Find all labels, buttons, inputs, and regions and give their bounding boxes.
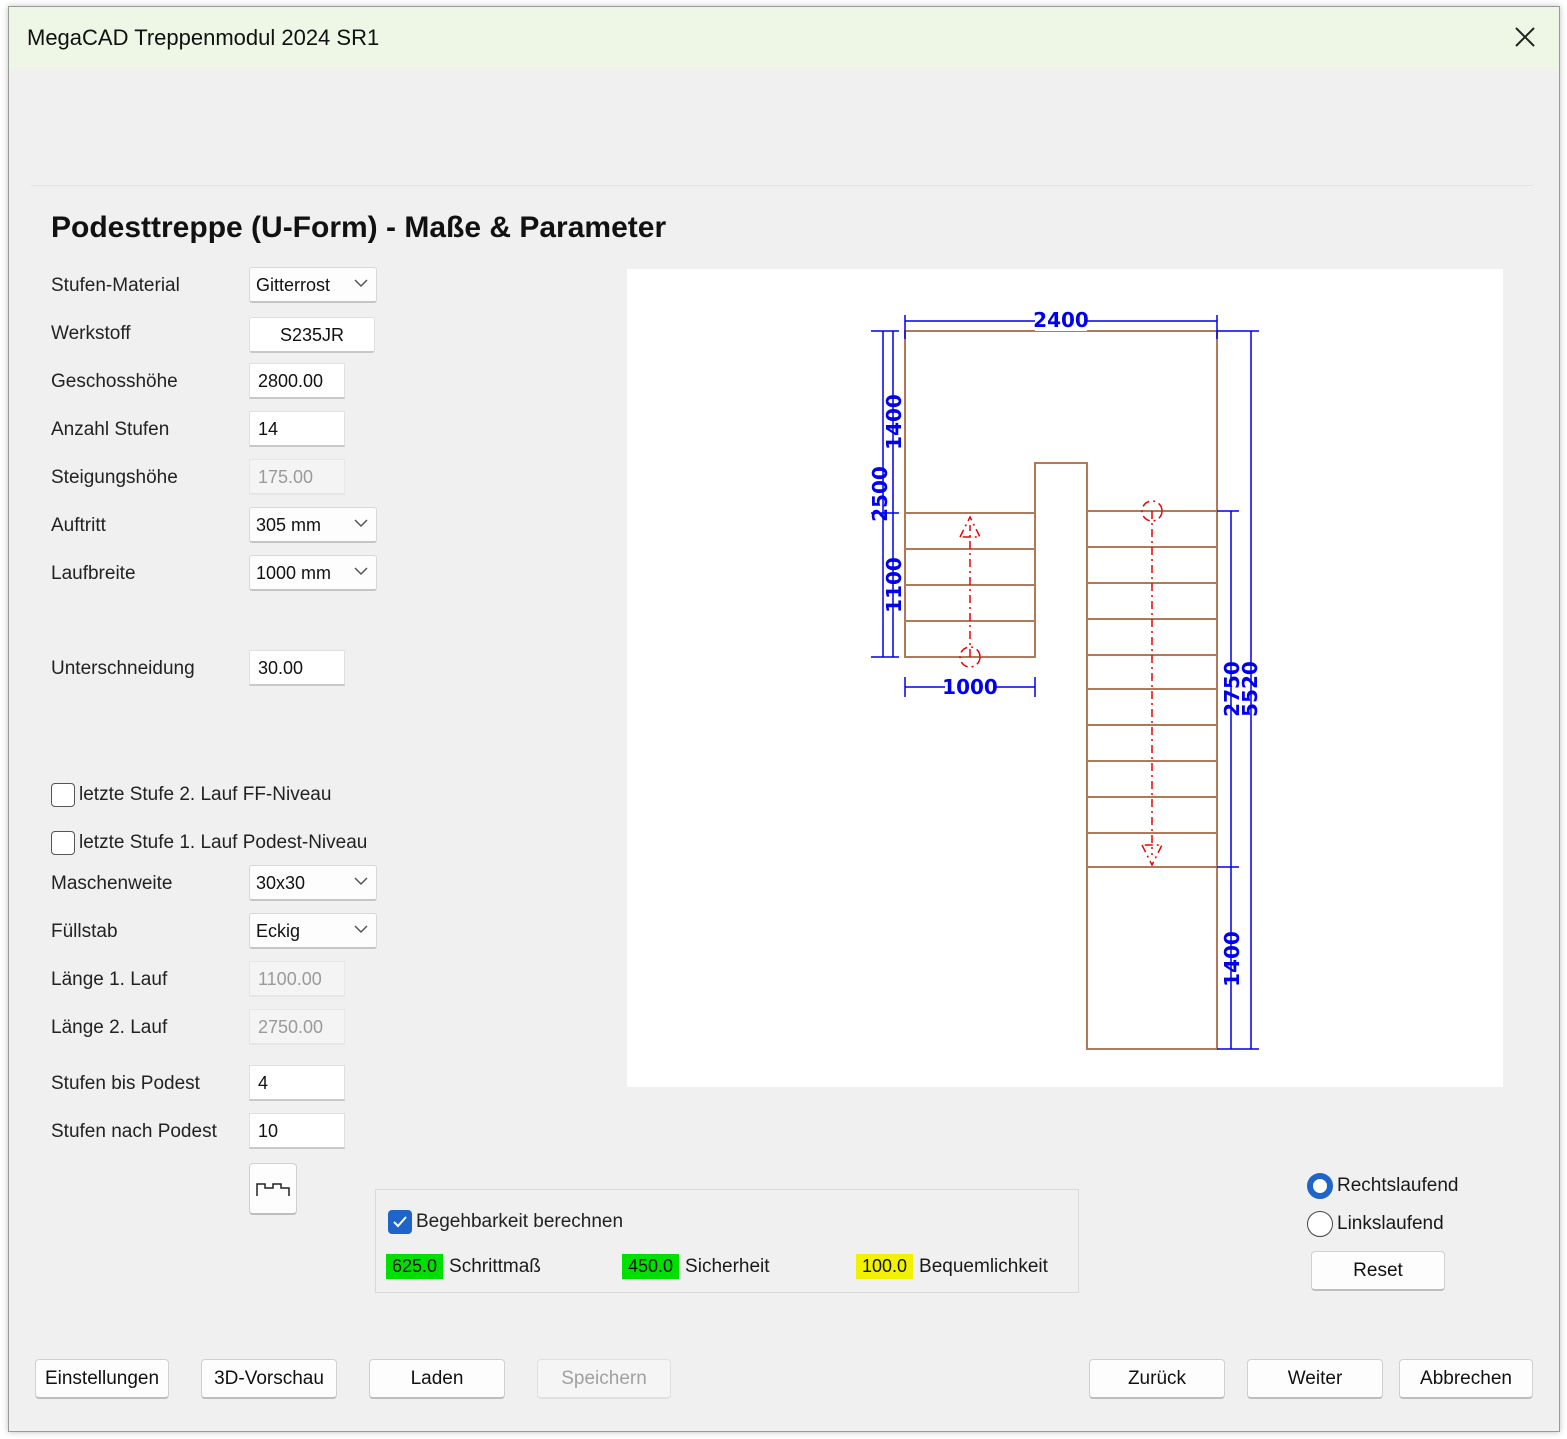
letzte-stufe-1-label: letzte Stufe 1. Lauf Podest-Niveau: [79, 832, 368, 853]
dim-left-total: 2500: [868, 466, 892, 522]
fuellstab-value: Eckig: [256, 921, 301, 941]
bequemlichkeit-label: Bequemlichkeit: [919, 1255, 1048, 1277]
fuellstab-label: Füllstab: [51, 921, 118, 942]
dim-left-lower: 1100: [882, 557, 906, 613]
checkbox-box-checked: [388, 1210, 412, 1234]
anzahl-stufen-label: Anzahl Stufen: [51, 419, 170, 440]
close-icon: [1515, 27, 1535, 47]
steigungshoehe-input: 175.00: [249, 459, 345, 495]
checkbox-box: [51, 783, 75, 807]
chevron-down-icon: [354, 877, 368, 886]
dim-top-width: 2400: [1033, 308, 1089, 332]
begehbarkeit-group: Begehbarkeit berechnen 625.0 Schrittmaß …: [375, 1189, 1079, 1293]
laenge-1-lauf-label: Länge 1. Lauf: [51, 969, 168, 990]
schrittmass-label: Schrittmaß: [449, 1255, 541, 1277]
radio-unselected: [1307, 1211, 1333, 1237]
bequemlichkeit-value: 100.0: [856, 1254, 914, 1279]
begehbarkeit-label: Begehbarkeit berechnen: [416, 1211, 624, 1232]
letzte-stufe-1-checkbox[interactable]: letzte Stufe 1. Lauf Podest-Niveau: [51, 831, 367, 855]
einstellungen-button[interactable]: Einstellungen: [35, 1359, 169, 1399]
radio-selected: [1307, 1173, 1333, 1199]
close-button[interactable]: [1503, 15, 1547, 59]
reset-button[interactable]: Reset: [1311, 1251, 1445, 1291]
dimension-lines: [871, 315, 1259, 1050]
auftritt-select[interactable]: 305 mm: [249, 507, 377, 543]
chevron-down-icon: [354, 279, 368, 288]
stufen-nach-podest-input[interactable]: 10: [249, 1113, 345, 1149]
page-title: Podesttreppe (U-Form) - Maße & Parameter: [51, 211, 667, 244]
unterschneidung-label: Unterschneidung: [51, 658, 195, 679]
checkmark-icon: [393, 1216, 407, 1228]
dim-bottom-width: 1000: [942, 675, 998, 699]
maschenweite-select[interactable]: 30x30: [249, 865, 377, 901]
window-title: MegaCAD Treppenmodul 2024 SR1: [27, 25, 380, 50]
stair-drawing-canvas: 2400 1000 1400 2500 1100 2750 5520 1400: [627, 269, 1503, 1087]
rechtslaufend-radio[interactable]: Rechtslaufend: [1307, 1173, 1458, 1199]
auftritt-value: 305 mm: [256, 515, 322, 535]
stair-outline: [904, 330, 1218, 1050]
title-bar: MegaCAD Treppenmodul 2024 SR1: [9, 7, 1559, 69]
bequemlichkeit-score: 100.0 Bequemlichkeit: [856, 1254, 1048, 1279]
letzte-stufe-2-checkbox[interactable]: letzte Stufe 2. Lauf FF-Niveau: [51, 783, 331, 807]
dialog-window: MegaCAD Treppenmodul 2024 SR1 Podesttrep…: [8, 6, 1560, 1432]
geschosshoehe-input[interactable]: 2800.00: [249, 363, 345, 399]
3d-vorschau-button[interactable]: 3D-Vorschau: [201, 1359, 337, 1399]
sicherheit-label: Sicherheit: [685, 1255, 770, 1277]
auftritt-label: Auftritt: [51, 515, 106, 536]
zurueck-button[interactable]: Zurück: [1089, 1359, 1225, 1399]
laenge-2-lauf-input: 2750.00: [249, 1009, 345, 1045]
linkslaufend-radio[interactable]: Linkslaufend: [1307, 1211, 1444, 1237]
stufen-bis-podest-input[interactable]: 4: [249, 1065, 345, 1101]
geschosshoehe-label: Geschosshöhe: [51, 371, 178, 392]
stufen-material-value: Gitterrost: [256, 275, 331, 295]
dim-right-total: 5520: [1238, 661, 1262, 717]
dim-right-bottom: 1400: [1220, 931, 1244, 987]
maschenweite-value: 30x30: [256, 873, 306, 893]
maschenweite-label: Maschenweite: [51, 873, 173, 894]
werkstoff-button[interactable]: S235JR: [249, 317, 375, 353]
dim-right-run: 2750: [1220, 661, 1244, 717]
chevron-down-icon: [354, 567, 368, 576]
stufen-material-select[interactable]: Gitterrost: [249, 267, 377, 303]
weiter-button[interactable]: Weiter: [1247, 1359, 1383, 1399]
laden-button[interactable]: Laden: [369, 1359, 505, 1399]
laufbreite-select[interactable]: 1000 mm: [249, 555, 377, 591]
schrittmass-value: 625.0: [386, 1254, 444, 1279]
walk-line: [958, 500, 1164, 867]
rechtslaufend-label: Rechtslaufend: [1337, 1175, 1459, 1196]
dimension-labels: 2400 1000 1400 2500 1100 2750 5520 1400: [868, 308, 1262, 987]
stufen-bis-podest-label: Stufen bis Podest: [51, 1073, 200, 1094]
fuellstab-select[interactable]: Eckig: [249, 913, 377, 949]
sicherheit-score: 450.0 Sicherheit: [622, 1254, 770, 1279]
stair-profile-button[interactable]: [249, 1163, 297, 1215]
anzahl-stufen-input[interactable]: 14: [249, 411, 345, 447]
laufbreite-value: 1000 mm: [256, 563, 332, 583]
dim-left-upper: 1400: [882, 394, 906, 450]
linkslaufend-label: Linkslaufend: [1337, 1213, 1444, 1234]
stair-plan-svg: 2400 1000 1400 2500 1100 2750 5520 1400: [868, 308, 1262, 1050]
stufen-material-label: Stufen-Material: [51, 275, 180, 296]
werkstoff-label: Werkstoff: [51, 323, 131, 344]
laenge-1-lauf-input: 1100.00: [249, 961, 345, 997]
chevron-down-icon: [354, 519, 368, 528]
begehbarkeit-checkbox[interactable]: Begehbarkeit berechnen: [388, 1210, 623, 1234]
letzte-stufe-2-label: letzte Stufe 2. Lauf FF-Niveau: [79, 784, 332, 805]
steigungshoehe-label: Steigungshöhe: [51, 467, 178, 488]
sicherheit-value: 450.0: [622, 1254, 680, 1279]
unterschneidung-input[interactable]: 30.00: [249, 650, 345, 686]
chevron-down-icon: [354, 925, 368, 934]
checkbox-box: [51, 831, 75, 855]
laenge-2-lauf-label: Länge 2. Lauf: [51, 1017, 168, 1038]
laufbreite-label: Laufbreite: [51, 563, 136, 584]
stufen-nach-podest-label: Stufen nach Podest: [51, 1121, 217, 1142]
speichern-button[interactable]: Speichern: [537, 1359, 671, 1399]
stair-profile-icon: [256, 1182, 290, 1196]
abbrechen-button[interactable]: Abbrechen: [1399, 1359, 1533, 1399]
schrittmass-score: 625.0 Schrittmaß: [386, 1254, 541, 1279]
